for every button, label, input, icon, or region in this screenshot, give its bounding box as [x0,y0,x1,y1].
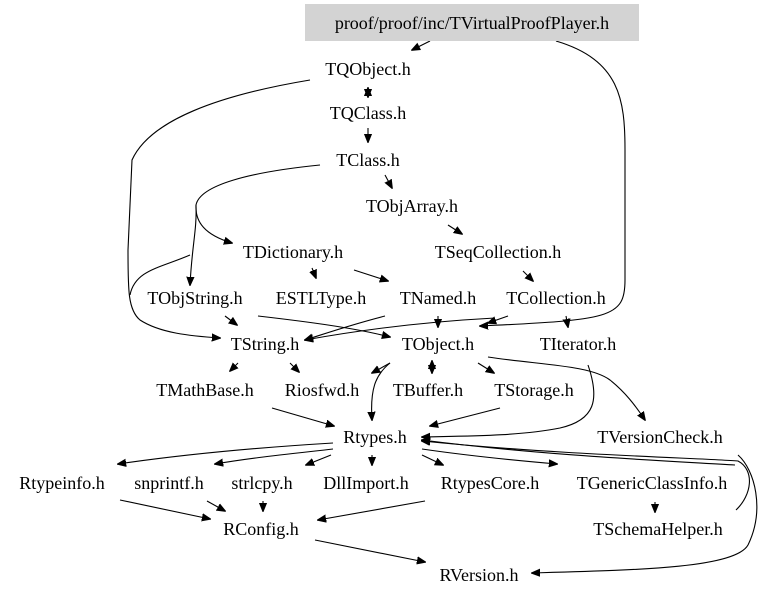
edge-TObject-Rtypes [372,362,391,420]
edge-Rtypes-RtypesCore [421,454,443,465]
edge-TQObject-TString [127,79,311,338]
node-TMathBase[interactable]: TMathBase.h [156,380,253,400]
edge-Rtypeinfo-RConfig [119,499,210,519]
root-node-label: proof/proof/inc/TVirtualProofPlayer.h [335,13,609,33]
edge-TMathBase-Rtypes [271,407,334,426]
edge-RtypesCore-RConfig [318,500,426,520]
edge-TSchemaHelper-Rtypes [422,441,750,511]
node-strlcpy[interactable]: strlcpy.h [231,473,292,493]
node-TSchemaHelper[interactable]: TSchemaHelper.h [593,519,722,539]
edge-TCollection-TString [305,317,496,340]
edges [118,40,758,573]
edge-TObject-TVersionCheck [487,356,645,420]
node-TObject[interactable]: TObject.h [402,334,474,354]
edge-TObject-Riosfwd [372,362,391,373]
node-ESTLType[interactable]: ESTLType.h [276,288,367,308]
edge-TIterator-Rtypes [422,364,595,437]
edge-Rtypes-Rtypeinfo [118,442,334,464]
edge-TObject-TStorage [477,362,494,373]
node-TSeqCollection[interactable]: TSeqCollection.h [435,242,561,262]
edge-TDictionary-ESTLType [312,267,316,278]
edge-Rtypes-TGenericClassInfo [421,448,557,464]
edge-TGenericClassInfo-Rtypes [422,440,736,466]
edge-TCollection-TIterator [566,315,568,327]
edge-root-TObject [480,40,626,326]
node-TNamed[interactable]: TNamed.h [400,288,476,308]
edge-TString-TMathBase [230,363,238,371]
node-TQClass[interactable]: TQClass.h [330,103,407,123]
edge-TString-Riosfwd [289,362,299,372]
node-TStorage[interactable]: TStorage.h [494,380,573,400]
node-TString[interactable]: TString.h [231,334,300,354]
nodes: TQObject.h TQClass.h TClass.h TObjArray.… [19,59,727,585]
node-TBuffer[interactable]: TBuffer.h [393,380,463,400]
edge-root-TQObject [412,40,431,50]
node-RConfig[interactable]: RConfig.h [223,519,299,539]
node-DllImport[interactable]: DllImport.h [323,473,409,493]
node-Rtypes[interactable]: Rtypes.h [343,427,407,447]
edge-Rtypes-strlcpy [306,454,332,465]
edge-TStorage-Rtypes [430,407,501,426]
root-node-highlight [305,4,639,41]
edge-TClass-TObjArray [385,174,392,188]
edge-RConfig-RVersion [314,539,425,562]
edge-TObjString-TString [224,315,237,325]
node-Rtypeinfo[interactable]: Rtypeinfo.h [19,473,105,493]
node-TObjString[interactable]: TObjString.h [147,288,242,308]
node-TDictionary[interactable]: TDictionary.h [243,242,343,262]
edge-TSeqCollection-TCollection [522,270,533,281]
root-node[interactable]: proof/proof/inc/TVirtualProofPlayer.h [305,4,639,41]
node-RVersion[interactable]: RVersion.h [439,565,518,585]
edge-TVersionCheck-RVersion [532,454,758,573]
edge-TClass-TObjString [190,204,197,285]
edge-TCollection-TObject [488,315,509,323]
node-Riosfwd[interactable]: Riosfwd.h [285,380,360,400]
edge-TObjString-TObject [257,315,390,337]
node-TObjArray[interactable]: TObjArray.h [366,196,458,216]
node-TCollection[interactable]: TCollection.h [506,288,605,308]
node-TClass[interactable]: TClass.h [336,150,400,170]
edge-TClass-TObjString-back [129,254,191,296]
node-RtypesCore[interactable]: RtypesCore.h [441,473,540,493]
node-TIterator[interactable]: TIterator.h [540,334,616,354]
node-TGenericClassInfo[interactable]: TGenericClassInfo.h [577,473,727,493]
edge-TObjArray-TSeqCollection [447,224,462,234]
edge-Rtypes-snprintf [215,448,334,464]
node-TVersionCheck[interactable]: TVersionCheck.h [597,427,722,447]
node-TQObject[interactable]: TQObject.h [325,59,410,79]
edge-TClass-TDictionary [195,164,321,243]
edge-snprintf-RConfig [206,500,225,511]
node-snprintf[interactable]: snprintf.h [134,473,204,493]
edge-TDictionary-TNamed [353,269,388,281]
